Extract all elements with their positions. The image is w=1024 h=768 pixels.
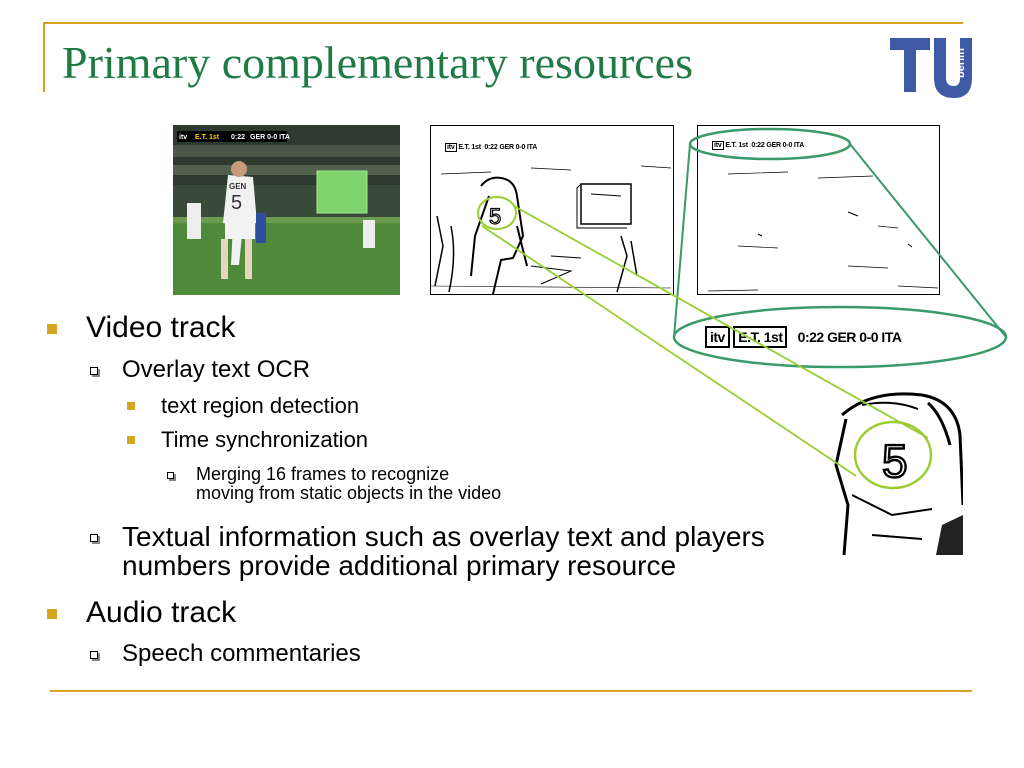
frame-top-rule	[43, 22, 963, 24]
static-overlay-score: GER 0-0 ITA	[766, 142, 805, 149]
edge-overlay-score: GER 0-0 ITA	[499, 144, 538, 151]
bullet-text: Textual information such as overlay text…	[122, 521, 765, 552]
static-overlay-text: itv E.T. 1st 0:22 GER 0-0 ITA	[712, 141, 805, 150]
frame-bottom-rule	[50, 690, 972, 692]
zoom-overlay-score: GER 0-0 ITA	[827, 329, 902, 345]
tu-berlin-logo-icon: berlin	[884, 34, 976, 100]
bullet-time-synchronization: Time synchronization	[127, 427, 369, 452]
slide-title: Primary complementary resources	[62, 37, 693, 88]
bullet-text: Overlay text OCR	[122, 356, 311, 383]
zoomed-overlay-text: itv E.T. 1st 0:22 GER 0-0 ITA	[705, 324, 902, 350]
bullet-continuation: moving from static objects in the video	[196, 482, 502, 503]
bullet-textual-information: Textual information such as overlay text…	[90, 521, 765, 582]
static-objects-image: itv E.T. 1st 0:22 GER 0-0 ITA	[697, 125, 940, 295]
edge-overlay-channel: itv	[445, 143, 457, 152]
photo-jersey-number: 5	[231, 192, 242, 214]
edge-overlay-clock: 0:22	[484, 144, 498, 151]
bullet-text: text region detection	[161, 393, 360, 418]
photo-jersey-name: GEN	[229, 182, 247, 191]
bullet-merging-frames: Merging 16 frames to recognize moving fr…	[167, 464, 502, 503]
edge-jersey-number: 5	[489, 204, 501, 229]
bullet-overlay-text-ocr: Overlay text OCR	[90, 356, 311, 383]
zoom-overlay-clock: 0:22	[797, 329, 825, 345]
bullet-audio-track: Audio track	[47, 596, 237, 629]
bullet-text: Video track	[86, 311, 236, 344]
bullet-text: Speech commentaries	[122, 640, 361, 667]
static-overlay-period: E.T. 1st	[725, 142, 748, 149]
bullet-marker	[47, 324, 57, 334]
edge-detection-image: 5 itv E.T. 1st 0:22 GER 0-0 ITA	[430, 125, 674, 295]
photo-overlay-clock: 0:22	[231, 134, 245, 141]
bullet-text-region-detection: text region detection	[127, 393, 360, 418]
photo-overlay-period: E.T. 1st	[195, 134, 220, 141]
video-frame-image: itv E.T. 1st 0:22 GER 0-0 ITA GEN 5	[173, 125, 400, 295]
zoom-overlay-period: E.T. 1st	[733, 326, 788, 348]
static-overlay-clock: 0:22	[751, 142, 765, 149]
bullet-marker	[127, 402, 135, 410]
bullet-marker	[90, 534, 98, 542]
edge-overlay-text: itv E.T. 1st 0:22 GER 0-0 ITA	[445, 143, 538, 152]
bullet-marker	[90, 367, 98, 375]
zoomed-player-image: 5	[832, 385, 963, 555]
photo-overlay-score: GER 0-0 ITA	[250, 134, 290, 141]
bullet-text: Audio track	[86, 596, 237, 629]
bullet-speech-commentaries: Speech commentaries	[90, 640, 361, 667]
bullet-marker	[47, 609, 57, 619]
photo-overlay-channel: itv	[179, 134, 187, 141]
bullet-continuation: numbers provide additional primary resou…	[122, 550, 677, 582]
static-overlay-channel: itv	[712, 141, 724, 150]
bullet-marker	[127, 436, 135, 444]
logo-text: berlin	[955, 48, 967, 78]
bullet-text: Merging 16 frames to recognize	[196, 464, 450, 484]
frame-left-rule	[43, 22, 45, 92]
bullet-video-track: Video track	[47, 311, 236, 344]
connector-static-to-zoom-left	[673, 143, 691, 338]
bullet-marker	[90, 651, 98, 659]
edge-overlay-period: E.T. 1st	[458, 144, 481, 151]
bullet-marker	[167, 472, 174, 479]
zoom-overlay-channel: itv	[705, 326, 730, 348]
zoom-jersey-number: 5	[882, 435, 908, 487]
bullet-text: Time synchronization	[161, 427, 369, 452]
